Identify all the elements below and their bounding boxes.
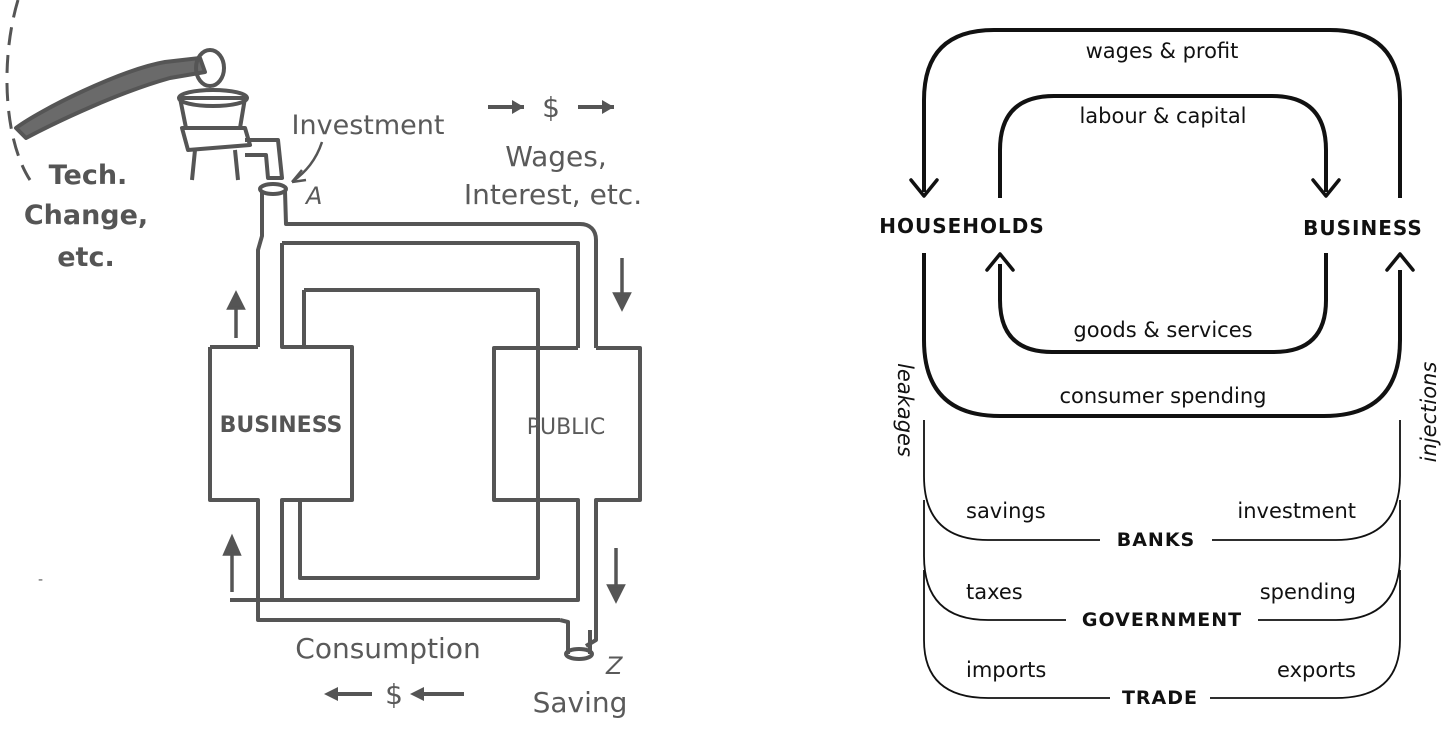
- dollar-flow-bottom: [324, 687, 464, 701]
- dollar-bottom-label: $: [385, 678, 403, 711]
- injections-label: injections: [1417, 362, 1441, 463]
- spending-label: spending: [1260, 580, 1356, 604]
- flow-arrowheads: [909, 178, 1415, 272]
- stray-mark: -: [38, 572, 43, 588]
- wages-profit-label: wages & profit: [1086, 39, 1239, 63]
- investment-label: Investment: [292, 110, 445, 141]
- pump-diagram: Tech. Change, etc. Investment A $ Wages,…: [5, 0, 642, 719]
- labour-capital-loop: [998, 94, 1328, 198]
- business-box-label: BUSINESS: [220, 413, 343, 438]
- investment-injection-label: investment: [1237, 499, 1356, 523]
- goods-services-loop: [998, 253, 1328, 354]
- consumption-label: Consumption: [295, 632, 480, 665]
- public-box-label: PUBLIC: [527, 415, 606, 440]
- goods-services-label: goods & services: [1073, 318, 1252, 342]
- government-sector: GOVERNMENT: [1082, 609, 1242, 631]
- pipe-flow-arrows: [222, 258, 632, 604]
- dollar-top-label: $: [542, 91, 560, 124]
- saving-label: Saving: [533, 686, 628, 719]
- water-pump-icon: [14, 48, 284, 181]
- point-z-label: Z: [605, 652, 623, 680]
- households-node: HOUSEHOLDS: [879, 214, 1045, 238]
- tech-change-label: Tech.: [49, 160, 128, 191]
- dollar-flow-top: [488, 100, 614, 114]
- exports-label: exports: [1277, 658, 1356, 682]
- interest-label: Interest, etc.: [464, 178, 642, 211]
- leakages-label: leakages: [893, 363, 917, 457]
- point-a-label: A: [304, 182, 322, 210]
- consumer-spending-label: consumer spending: [1060, 384, 1267, 408]
- circular-flow-diagram: wages & profit labour & capital goods & …: [879, 28, 1441, 709]
- business-node: BUSINESS: [1303, 216, 1423, 240]
- handle-swing-arc: [5, 0, 32, 181]
- labour-capital-label: labour & capital: [1079, 104, 1246, 128]
- savings-label: savings: [966, 499, 1046, 523]
- taxes-label: taxes: [966, 580, 1023, 604]
- pipe-system: [208, 182, 642, 661]
- sector-loops: [923, 420, 1401, 699]
- consumer-spending-loop: [922, 253, 1402, 418]
- wages-profit-loop: [922, 28, 1402, 198]
- tech-change-label-2: Change,: [24, 200, 148, 231]
- imports-label: imports: [966, 658, 1046, 682]
- wages-label: Wages,: [505, 140, 607, 173]
- trade-sector: TRADE: [1122, 687, 1198, 709]
- banks-sector: BANKS: [1117, 529, 1196, 551]
- tech-change-label-3: etc.: [57, 242, 114, 273]
